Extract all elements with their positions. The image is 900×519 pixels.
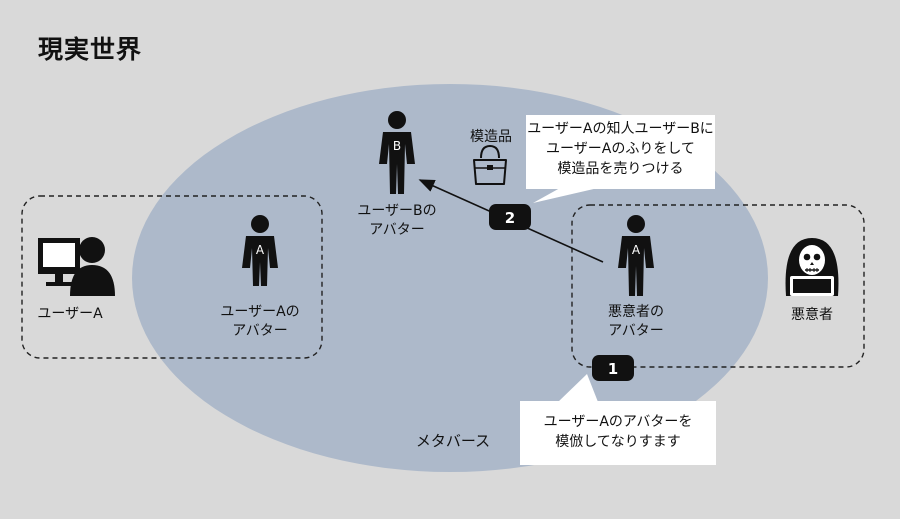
step1-callout-line2: 模倣してなりすます: [555, 434, 681, 450]
counterfeit-label: 模造品: [470, 129, 512, 145]
attacker-avatar-label-line1: 悪意者の: [608, 304, 664, 320]
attacker-label: 悪意者: [791, 307, 833, 323]
user-a-label: ユーザーA: [37, 306, 103, 322]
step1-callout: ユーザーAのアバターを 模倣してなりすます: [520, 401, 716, 465]
attacker-group-box: [571, 204, 865, 368]
avatar-b-label-line1: ユーザーBの: [357, 203, 437, 219]
avatar-b-letter: B: [393, 139, 401, 153]
attacker-avatar-person-icon: A: [618, 215, 654, 296]
step-2-badge: 2: [489, 204, 531, 230]
avatar-b-person-icon: B: [379, 111, 415, 194]
avatar-a-letter: A: [256, 243, 265, 257]
step2-callout: ユーザーAの知人ユーザーBに ユーザーAのふりをして 模造品を売りつける: [526, 115, 715, 189]
avatar-b-label-line2: アバター: [369, 222, 425, 238]
avatar-a-label: ユーザーAの アバター: [200, 303, 320, 341]
attacker-avatar-letter: A: [632, 243, 641, 257]
metaverse-label: メタバース: [415, 432, 491, 450]
user-a-group-box: [21, 195, 323, 359]
step2-callout-pointer: [533, 188, 598, 203]
step1-callout-line1: ユーザーAのアバターを: [543, 414, 693, 430]
attacker-avatar-label: 悪意者の アバター: [576, 303, 696, 341]
avatar-a-label-line2: アバター: [232, 323, 288, 339]
hooded-hacker-laptop-icon: [785, 238, 839, 296]
step-2-number: 2: [505, 209, 515, 227]
step2-callout-line3: 模造品を売りつける: [557, 161, 684, 177]
step2-callout-line2: ユーザーAのふりをして: [546, 141, 695, 157]
handbag-icon: [473, 144, 507, 185]
attacker-avatar-label-line2: アバター: [608, 323, 664, 339]
step-1-badge: 1: [592, 355, 634, 381]
avatar-a-label-line1: ユーザーAの: [220, 304, 300, 320]
step2-callout-line1: ユーザーAの知人ユーザーBに: [527, 121, 714, 137]
avatar-a-person-icon: A: [242, 215, 278, 286]
step-1-number: 1: [608, 360, 618, 378]
page-title: 現実世界: [38, 35, 143, 64]
computer-user-icon: [38, 237, 115, 296]
step1-callout-pointer: [558, 374, 598, 402]
avatar-b-label: ユーザーBの アバター: [337, 202, 457, 240]
